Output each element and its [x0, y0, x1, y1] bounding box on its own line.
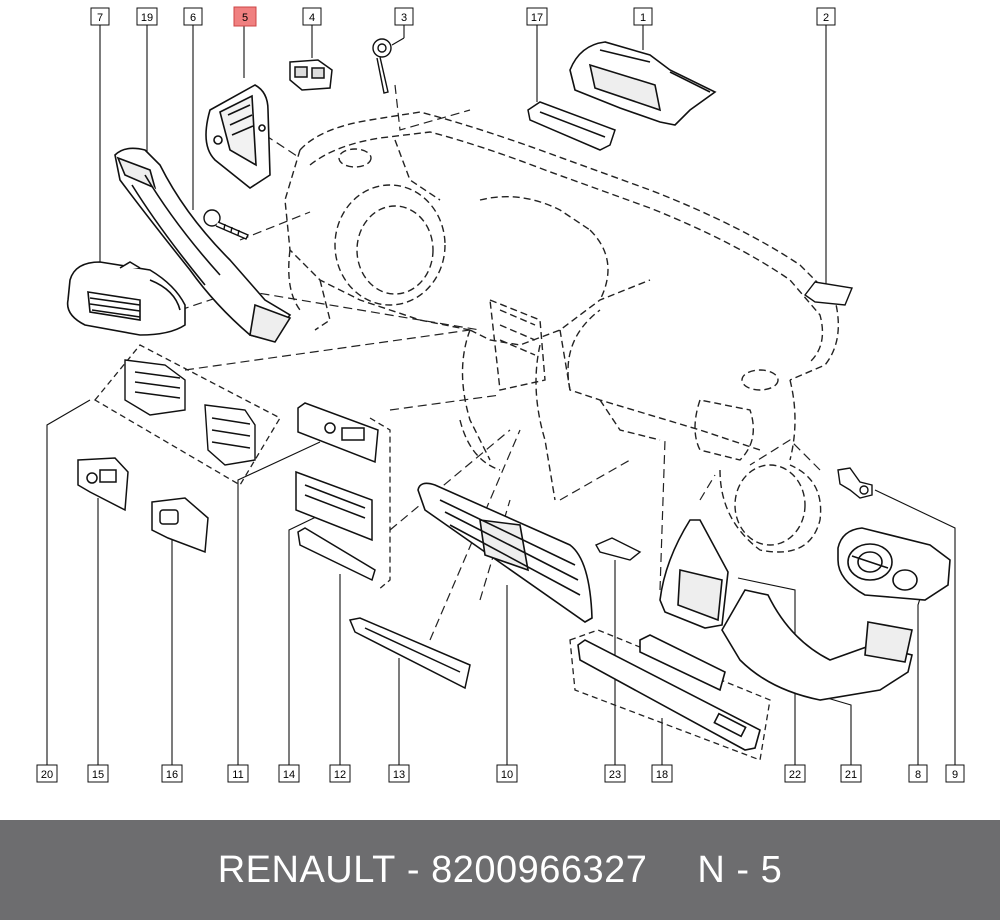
callout-3: 3	[394, 7, 414, 26]
callout-13: 13	[388, 764, 410, 783]
part-5-left-side-panel	[205, 84, 271, 189]
brand-name: RENAULT	[217, 848, 396, 891]
callout-19: 19	[136, 7, 158, 26]
svg-text:17: 17	[531, 12, 543, 24]
part-number: 8200966327	[431, 848, 648, 891]
part-13-lower-trim	[348, 617, 471, 690]
part-1-cluster-hood	[569, 41, 717, 126]
part-11-control-panel	[297, 402, 379, 464]
svg-text:11: 11	[232, 769, 243, 781]
part-6-screw	[203, 209, 249, 240]
svg-text:19: 19	[141, 12, 153, 24]
part-3-clip	[372, 38, 392, 94]
part-16-switch	[151, 497, 209, 554]
svg-text:7: 7	[97, 12, 103, 24]
svg-text:13: 13	[393, 769, 405, 781]
svg-text:5: 5	[242, 12, 248, 24]
callout-12: 12	[329, 764, 351, 783]
footer-separator: -	[406, 848, 420, 891]
callout-5-highlighted: 5	[233, 6, 257, 27]
part-2-bracket	[803, 281, 853, 306]
part-7-left-air-vent	[66, 261, 186, 336]
svg-text:22: 22	[789, 769, 801, 781]
svg-text:3: 3	[401, 12, 407, 24]
callout-1: 1	[633, 7, 653, 26]
part-17-storage-tray	[527, 101, 616, 151]
part-21-right-air-duct	[721, 589, 913, 701]
dashboard-outline	[284, 111, 840, 553]
part-23-clip	[595, 537, 642, 561]
callout-16: 16	[161, 764, 183, 783]
callout-17: 17	[526, 7, 548, 26]
callout-9: 9	[945, 764, 965, 783]
exploded-parts-diagram: 7 19 6 5 4 3 17 1 2 20 15 16 11 14 12 13…	[36, 6, 965, 783]
svg-text:6: 6	[190, 12, 196, 24]
svg-text:16: 16	[166, 769, 178, 781]
part-15-switch-panel	[77, 457, 129, 512]
svg-text:21: 21	[845, 769, 857, 781]
callout-14: 14	[278, 764, 300, 783]
svg-text:12: 12	[334, 769, 346, 781]
svg-text:2: 2	[823, 12, 829, 24]
callout-7: 7	[90, 7, 110, 26]
callout-15: 15	[87, 764, 109, 783]
part-22-right-air-duct	[659, 519, 729, 629]
group-brackets	[94, 344, 771, 761]
callouts-top: 7 19 6 5 4 3 17 1 2	[90, 6, 836, 27]
svg-text:20: 20	[41, 769, 53, 781]
part-14-trim-panel	[295, 470, 373, 542]
part-20-connectors	[124, 359, 256, 466]
svg-text:4: 4	[309, 12, 315, 24]
callout-23: 23	[604, 764, 626, 783]
callout-20: 20	[36, 764, 58, 783]
svg-text:10: 10	[501, 769, 513, 781]
callout-6: 6	[183, 7, 203, 26]
callouts-bottom: 20 15 16 11 14 12 13 10 23 18 22 21 8 9	[36, 764, 965, 783]
svg-text:14: 14	[283, 769, 295, 781]
part-10-glovebox	[417, 482, 593, 623]
part-18-lower-panel	[577, 634, 761, 751]
position-label: N - 5	[697, 848, 783, 891]
svg-text:23: 23	[609, 769, 621, 781]
callout-22: 22	[784, 764, 806, 783]
svg-text:8: 8	[915, 769, 921, 781]
svg-text:1: 1	[640, 12, 646, 24]
callout-4: 4	[302, 7, 322, 26]
callout-18: 18	[651, 764, 673, 783]
callout-2: 2	[816, 7, 836, 26]
callout-10: 10	[496, 764, 518, 783]
part-9-clip	[837, 467, 873, 499]
part-19-left-air-duct	[114, 147, 292, 343]
svg-text:18: 18	[656, 769, 668, 781]
svg-text:15: 15	[92, 769, 104, 781]
part-8-right-air-vent	[837, 527, 951, 601]
callout-8: 8	[908, 764, 928, 783]
callout-21: 21	[840, 764, 862, 783]
part-4-switch	[289, 59, 333, 91]
callout-11: 11	[227, 764, 249, 783]
part-number-footer: RENAULT - 8200966327 N - 5	[0, 820, 1000, 920]
svg-text:9: 9	[952, 769, 958, 781]
part-12-trim-strip	[297, 527, 376, 582]
